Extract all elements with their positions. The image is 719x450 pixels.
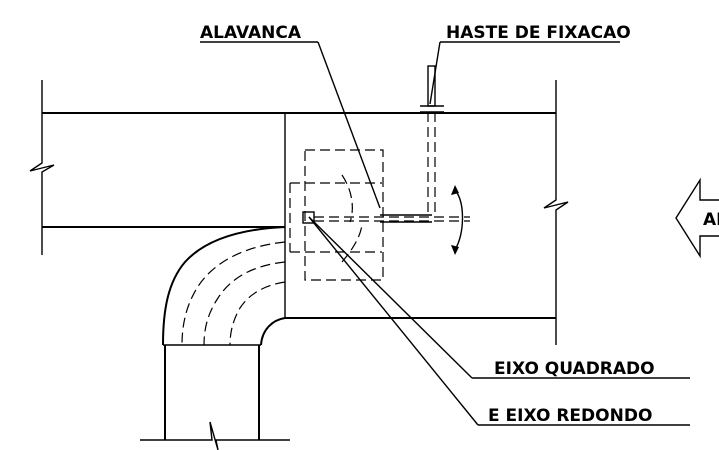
lever-label: ALAVANCA <box>200 23 302 43</box>
elbow-branch <box>140 226 290 450</box>
main-duct <box>29 80 569 345</box>
axis-assembly <box>302 211 470 224</box>
air-flow-label: AR <box>703 210 719 230</box>
rotation-arrows <box>451 185 464 255</box>
round-axis-label: E EIXO REDONDO <box>488 406 652 426</box>
air-flow-arrow <box>675 177 719 259</box>
fixing-rod-label: HASTE DE FIXACAO <box>446 23 631 43</box>
damper-blade <box>289 149 384 281</box>
fixing-rod <box>380 65 444 223</box>
leader-lines <box>200 41 690 426</box>
square-axis-label: EIXO QUADRADO <box>494 359 655 379</box>
